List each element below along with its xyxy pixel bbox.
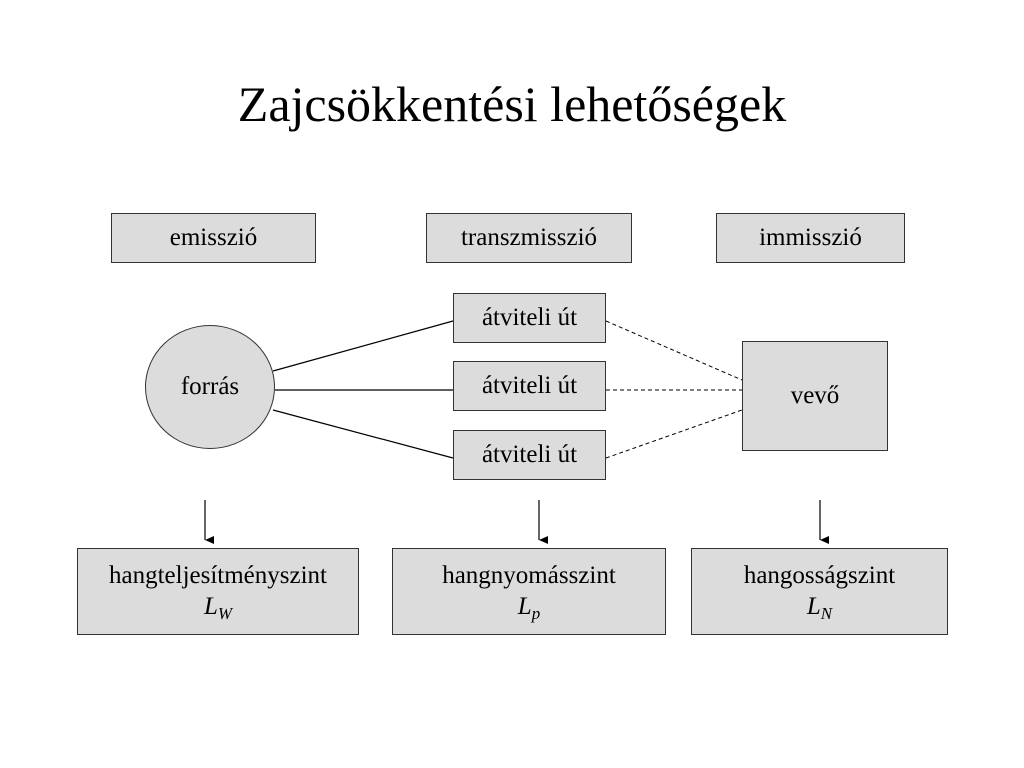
pressure-level-symbol: Lp bbox=[517, 592, 541, 623]
loudness-level-name: hangosságszint bbox=[743, 561, 896, 589]
page-title: Zajcsökkentési lehetőségek bbox=[237, 76, 787, 132]
power-level-name: hangteljesítményszint bbox=[108, 561, 327, 589]
emission-box: emisszió bbox=[111, 213, 316, 263]
path-1-to-receiver-line bbox=[605, 320, 743, 381]
loudness-level-symbol: LN bbox=[806, 592, 833, 623]
path-label: átviteli út bbox=[481, 304, 578, 331]
power-level-box: hangteljesítményszint LW bbox=[77, 548, 359, 635]
source-node: forrás bbox=[145, 325, 275, 449]
transmission-box: transzmisszió bbox=[426, 213, 632, 263]
path-box-2: átviteli út bbox=[453, 361, 606, 411]
loudness-level-box: hangosságszint LN bbox=[691, 548, 948, 635]
receiver-node: vevő bbox=[742, 341, 888, 451]
source-label: forrás bbox=[180, 373, 240, 400]
receiver-label: vevő bbox=[790, 382, 840, 409]
path-3-to-receiver-line bbox=[605, 409, 743, 459]
immission-label: immisszió bbox=[759, 224, 862, 251]
path-box-3: átviteli út bbox=[453, 430, 606, 480]
path-label: átviteli út bbox=[481, 441, 578, 468]
source-to-path-1-line bbox=[272, 320, 454, 372]
power-level-symbol: LW bbox=[203, 592, 233, 623]
transmission-label: transzmisszió bbox=[460, 224, 598, 251]
path-label: átviteli út bbox=[481, 372, 578, 399]
emission-label: emisszió bbox=[169, 224, 258, 251]
pressure-level-box: hangnyomásszint Lp bbox=[392, 548, 666, 635]
path-box-1: átviteli út bbox=[453, 293, 606, 343]
pressure-level-name: hangnyomásszint bbox=[442, 561, 616, 589]
source-to-path-3-line bbox=[272, 409, 454, 459]
immission-box: immisszió bbox=[716, 213, 905, 263]
